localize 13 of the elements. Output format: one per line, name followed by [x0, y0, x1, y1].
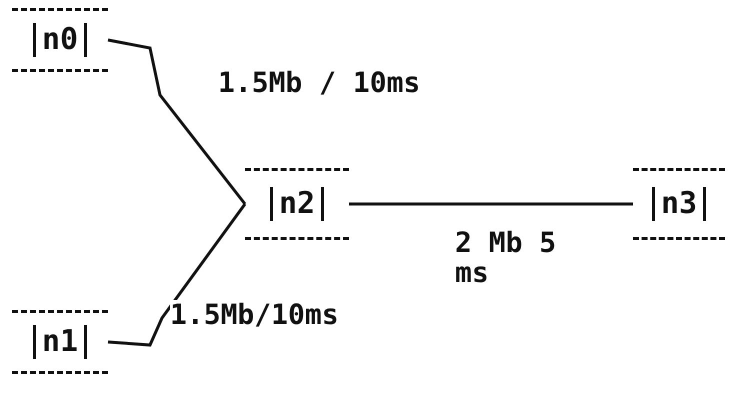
node-box [12, 8, 108, 72]
edge-label: 1.5Mb / 10ms [218, 68, 420, 98]
node-label: n1 [32, 325, 88, 359]
node-box [633, 168, 725, 240]
connector-line [108, 38, 246, 205]
node-box [12, 310, 108, 374]
node-label: n0 [32, 23, 88, 57]
node-label: n3 [652, 187, 706, 221]
connector-line [108, 203, 246, 347]
edge-label: 1.5Mb/10ms [170, 300, 339, 330]
connector-line [349, 202, 633, 206]
node-box [245, 168, 349, 240]
node-label: n2 [270, 187, 324, 221]
